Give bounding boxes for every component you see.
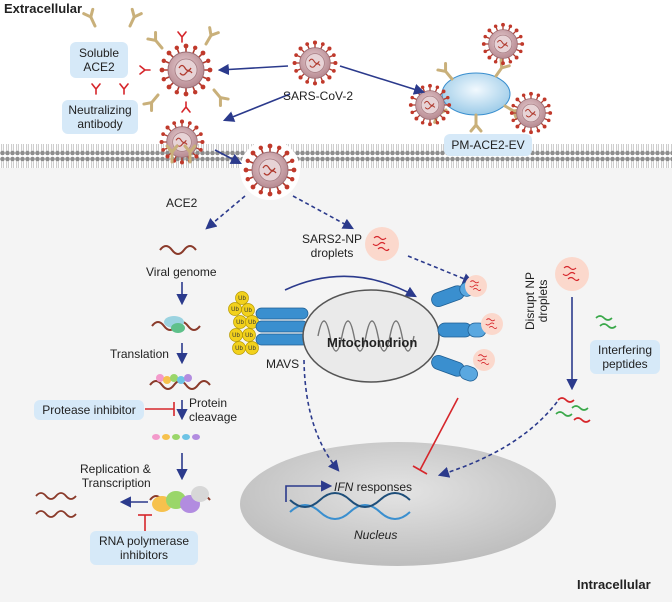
- ribosome-icon: [151, 316, 201, 333]
- protease-inhibitor-box: Protease inhibitor: [34, 400, 144, 420]
- interfering-peptide-icon: [595, 315, 617, 329]
- np-on-mavs: [465, 275, 503, 371]
- svg-text:Ub: Ub: [232, 333, 240, 339]
- replication-complex-icon: [149, 486, 211, 513]
- svg-text:Ub: Ub: [238, 296, 246, 302]
- viral-genome-rna: [159, 245, 197, 255]
- virus-binding-ace2: [158, 118, 206, 166]
- mitochondrion-label: Mitochondrion: [327, 335, 418, 350]
- pm-ace2-ev-complex: [408, 22, 553, 135]
- dna-helix: [289, 492, 411, 520]
- np-droplet: [365, 227, 399, 261]
- mitochondrion: [302, 289, 440, 383]
- svg-text:Ub: Ub: [236, 320, 244, 326]
- svg-text:Ub: Ub: [245, 333, 253, 339]
- ubiquitin-chain: [228, 291, 259, 355]
- extracellular-label: Extracellular: [4, 1, 83, 16]
- translation-label: Translation: [110, 347, 169, 361]
- sars-cov-2-label: SARS-CoV-2: [283, 89, 354, 103]
- ub-labels: Ub Ub Ub Ub Ub Ub Ub Ub Ub: [231, 296, 256, 352]
- svg-text:Ub: Ub: [235, 346, 243, 352]
- entering-virus: [240, 140, 300, 200]
- soluble-ace2-icon: [82, 7, 143, 30]
- sars-cov-2-virion: [291, 39, 339, 87]
- mavs-label: MAVS: [266, 357, 300, 371]
- arrows: [119, 63, 578, 508]
- svg-text:Ub: Ub: [248, 320, 256, 326]
- svg-text:Ub: Ub: [248, 346, 256, 352]
- inhibition-markers: [138, 397, 459, 538]
- cleaved-proteins-icon: [152, 434, 200, 440]
- replication-label: Replication &Transcription: [80, 462, 151, 490]
- nucleus-label: Nucleus: [354, 528, 398, 542]
- viral-genome-label: Viral genome: [146, 265, 217, 279]
- intracellular-label: Intracellular: [577, 577, 651, 592]
- svg-text:Ub: Ub: [244, 308, 252, 314]
- neutralized-virus-icon: [139, 26, 230, 113]
- ace2-label: ACE2: [166, 196, 198, 210]
- nucleus-shape: [240, 442, 556, 566]
- dispersed-np-icon: [555, 397, 591, 423]
- np-droplet-disrupt: [555, 257, 589, 291]
- polyprotein-icon: [149, 374, 211, 390]
- mavs-left: [255, 307, 309, 346]
- plasma-membrane: [0, 142, 672, 168]
- ifn-responses-label: IFN responses: [334, 480, 413, 494]
- antibody-icon: [91, 83, 129, 95]
- rna-products-icon: [35, 492, 77, 518]
- svg-text:Ub: Ub: [231, 307, 239, 313]
- pm-ace2-ev-box: PM-ACE2-EV: [444, 134, 532, 156]
